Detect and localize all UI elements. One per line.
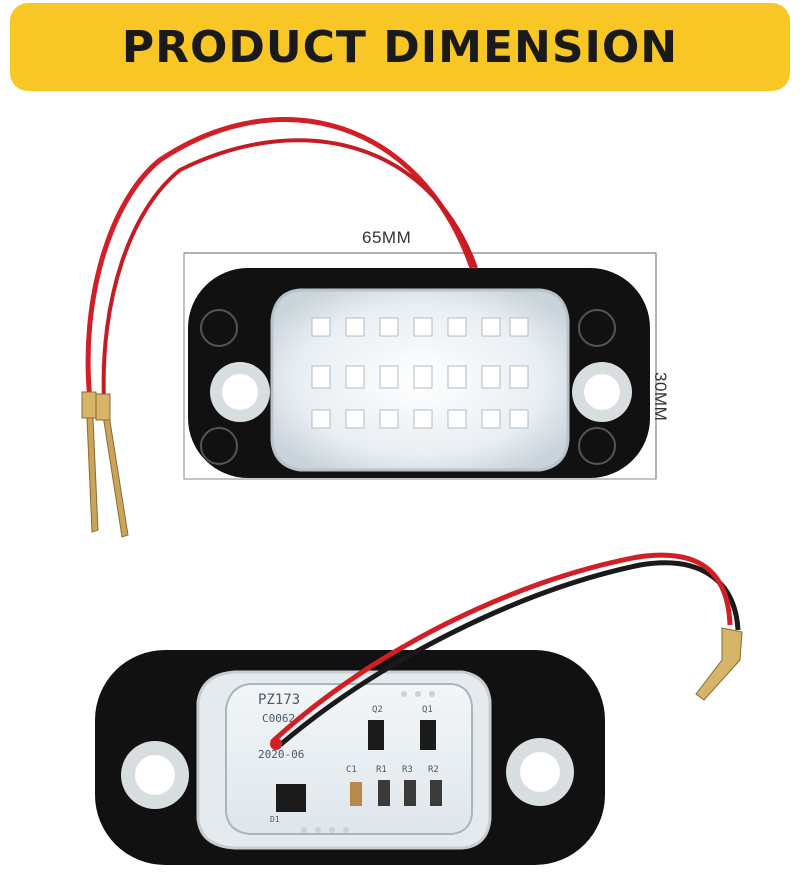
height-dimension-label: 30MM: [651, 372, 670, 422]
terminal-rear: [695, 627, 743, 701]
red-wire-front: [85, 117, 475, 401]
board-model: PZ173: [258, 692, 300, 708]
capacitor-c1: [350, 782, 362, 806]
label-d1: D1: [270, 815, 280, 824]
label-c1: C1: [346, 765, 357, 775]
resistor-r1: [378, 780, 390, 806]
resistor-r3: [404, 780, 416, 806]
label-q1: Q1: [422, 705, 433, 715]
transistor-q1: [420, 720, 436, 750]
board-date: 2020-06: [258, 748, 304, 761]
transistor-q2: [368, 720, 384, 750]
rear-view-light: PZ173 C0062 2020-06 Q2 Q1 C1 R1 R3 R2 D1: [95, 552, 743, 865]
ic-chip: [276, 784, 306, 812]
width-dimension-label: 65MM: [362, 228, 412, 247]
label-q2: Q2: [372, 705, 383, 715]
front-view-light: [81, 117, 657, 538]
label-r3: R3: [402, 765, 413, 775]
led-grid: [311, 317, 529, 429]
banner-title: PRODUCT DIMENSION: [121, 21, 679, 73]
label-r1: R1: [376, 765, 387, 775]
red-wire-rear: [270, 552, 733, 744]
title-banner: PRODUCT DIMENSION: [10, 3, 790, 91]
label-r2: R2: [428, 765, 439, 775]
resistor-r2: [430, 780, 442, 806]
board-code: C0062: [262, 712, 295, 725]
